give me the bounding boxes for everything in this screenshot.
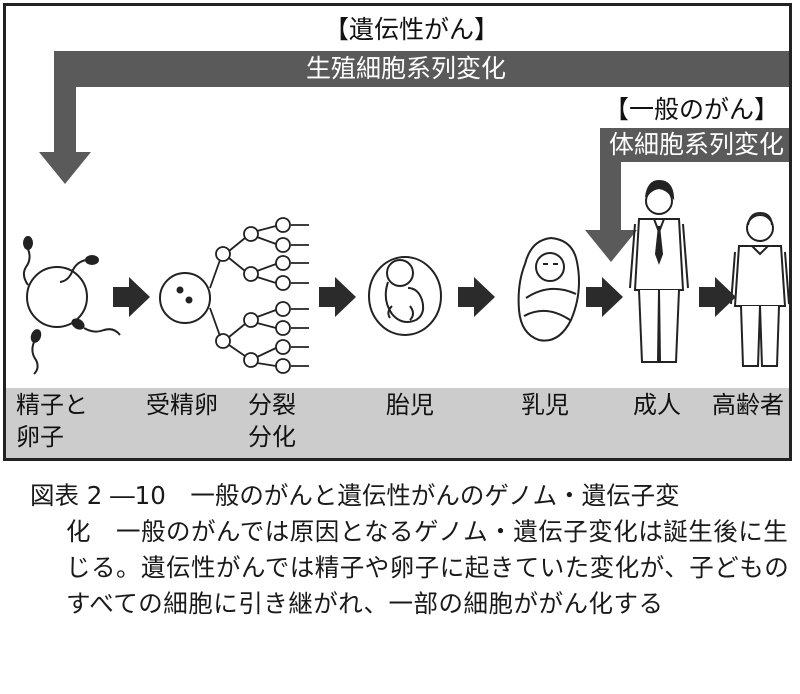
- general-heading: 【一般のがん】: [604, 95, 780, 124]
- stage-label-fetus: 胎児: [386, 391, 434, 419]
- general-bar: [600, 128, 789, 162]
- fetus-illustration: [368, 256, 442, 336]
- adult-illustration: [629, 179, 689, 363]
- stage-label-division-line2: 分化: [248, 423, 296, 451]
- figure-panel: 【遺伝性がん】 生殖細胞系列変化 【一般のがん】 体細胞系列変化 精子と 卵子 …: [3, 3, 792, 461]
- hereditary-arrow-head: [39, 152, 91, 184]
- flow-arrow-3: [458, 277, 495, 317]
- flow-arrow-4: [586, 277, 623, 317]
- stage-label-infant: 乳児: [521, 391, 569, 419]
- general-arrow-head: [585, 230, 637, 262]
- cell-division-tree: [209, 217, 309, 374]
- caption-body-block: 化 一般のがんでは原因となるゲノム・遺伝子変化は誕生後に生じる。遺伝性がんでは精…: [30, 514, 795, 622]
- caption-number: 図表 2 ―10: [30, 481, 166, 510]
- caption-body: 一般のがんでは原因となるゲノム・遺伝子変化は誕生後に生じる。遺伝性がんでは精子や…: [66, 517, 790, 618]
- general-arrow-shaft: [600, 128, 621, 232]
- flow-arrow-5: [699, 277, 736, 317]
- infant-illustration: [517, 236, 580, 342]
- stage-label-division-line1: 分裂: [248, 391, 296, 419]
- hereditary-bar-label: 生殖細胞系列変化: [306, 54, 507, 83]
- caption-title-rest: 化: [66, 517, 91, 546]
- hereditary-arrow-shaft: [54, 51, 76, 155]
- genome-change-diagram: [6, 51, 789, 458]
- hereditary-heading: 【遺伝性がん】: [324, 15, 500, 44]
- stage-label-fertilized: 受精卵: [146, 391, 218, 419]
- elderly-illustration: [730, 211, 789, 367]
- general-bar-label: 体細胞系列変化: [609, 130, 785, 159]
- flow-arrow-1: [113, 277, 150, 317]
- hereditary-bar: [54, 51, 789, 87]
- fertilized-egg-illustration: [159, 272, 211, 324]
- label-band: [6, 388, 789, 458]
- stage-label-sperm-egg-line1: 精子と: [16, 391, 88, 419]
- stage-label-sperm-egg-line2: 卵子: [16, 423, 64, 451]
- figure-caption: 図表 2 ―10 一般のがんと遺伝性がんのゲノム・遺伝子変 化 一般のがんでは原…: [30, 478, 795, 622]
- egg-and-sperm-illustration: [22, 236, 121, 375]
- stage-label-adult: 成人: [633, 391, 681, 419]
- flow-arrow-2: [319, 277, 356, 317]
- stage-label-elderly: 高齢者: [712, 391, 784, 419]
- flow-arrows: [113, 277, 736, 317]
- caption-title: 一般のがんと遺伝性がんのゲノム・遺伝子変: [190, 481, 680, 510]
- caption-title-line: 図表 2 ―10 一般のがんと遺伝性がんのゲノム・遺伝子変: [30, 478, 795, 514]
